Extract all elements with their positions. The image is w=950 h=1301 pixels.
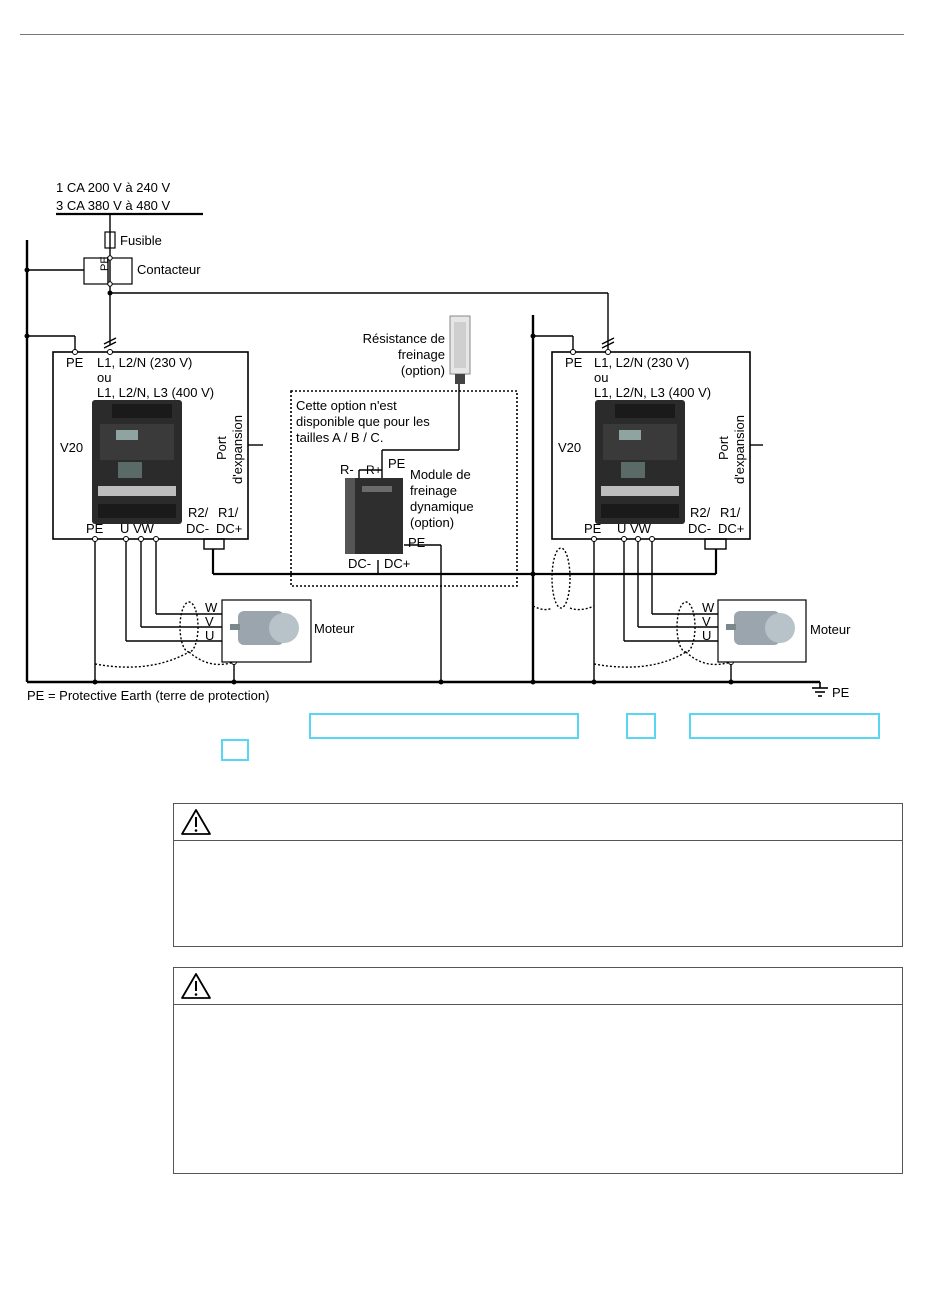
option-note-2: disponible que pour les xyxy=(296,414,430,429)
left-uvw: U VW xyxy=(120,521,155,536)
right-v20: V20 xyxy=(558,440,581,455)
resistor-label-2: freinage xyxy=(398,347,445,362)
right-u-terminal: U xyxy=(702,628,711,643)
link-highlight-1[interactable] xyxy=(309,713,579,739)
left-v20: V20 xyxy=(60,440,83,455)
left-u-terminal: U xyxy=(205,628,214,643)
module-r-plus: R+ xyxy=(366,463,382,477)
right-pe-top: PE xyxy=(565,355,583,370)
left-l1-230: L1, L2/N (230 V) xyxy=(97,355,192,370)
left-w-terminal: W xyxy=(205,600,218,615)
left-v-terminal: V xyxy=(205,614,214,629)
right-dc-plus: DC+ xyxy=(718,521,744,536)
module-pe-top: PE xyxy=(388,456,406,471)
left-pe-top: PE xyxy=(66,355,84,370)
warning-header-1 xyxy=(174,804,902,841)
link-highlight-4[interactable] xyxy=(221,739,249,761)
motor-illustration-left xyxy=(221,599,312,663)
module-label-2: freinage xyxy=(410,483,457,498)
contactor-label: Contacteur xyxy=(137,262,201,277)
wiring-diagram: 1 CA 200 V à 240 V 3 CA 380 V à 480 V Fu… xyxy=(24,180,851,703)
left-l1-400: L1, L2/N, L3 (400 V) xyxy=(97,385,214,400)
right-l1-400: L1, L2/N, L3 (400 V) xyxy=(594,385,711,400)
ground-pe-label: PE xyxy=(832,685,850,700)
right-port-2: d'expansion xyxy=(732,415,747,484)
module-dc-minus: DC- xyxy=(348,556,371,571)
warning-header-2 xyxy=(174,968,902,1005)
contactor-pe-label: PE xyxy=(99,256,111,271)
right-r1: R1/ xyxy=(720,505,741,520)
header-rule xyxy=(20,34,904,35)
right-motor-label: Moteur xyxy=(810,622,851,637)
motor-illustration-right xyxy=(717,599,807,663)
left-pe-bottom: PE xyxy=(86,521,104,536)
supply-label-1: 1 CA 200 V à 240 V xyxy=(56,180,171,195)
right-w-terminal: W xyxy=(702,600,715,615)
right-pe-bottom: PE xyxy=(584,521,602,536)
left-r1: R1/ xyxy=(218,505,239,520)
link-highlight-2[interactable] xyxy=(626,713,656,739)
braking-resistor-illustration xyxy=(449,315,471,384)
option-note-3: tailles A / B / C. xyxy=(296,430,383,445)
right-port-1: Port xyxy=(716,436,731,460)
left-r2: R2/ xyxy=(188,505,209,520)
resistor-label-1: Résistance de xyxy=(363,331,445,346)
left-motor-label: Moteur xyxy=(314,621,355,636)
left-dc-plus: DC+ xyxy=(216,521,242,536)
left-port-1: Port xyxy=(214,436,229,460)
warning-box-2 xyxy=(173,967,903,1174)
module-dc-plus: DC+ xyxy=(384,556,410,571)
warning-box-1 xyxy=(173,803,903,947)
warning-triangle-icon xyxy=(181,809,211,835)
pe-footnote: PE = Protective Earth (terre de protecti… xyxy=(27,688,269,703)
link-highlight-3[interactable] xyxy=(689,713,880,739)
right-v-terminal: V xyxy=(702,614,711,629)
left-port-2: d'expansion xyxy=(230,415,245,484)
supply-label-2: 3 CA 380 V à 480 V xyxy=(56,198,171,213)
module-label-3: dynamique xyxy=(410,499,474,514)
braking-module-illustration xyxy=(345,478,403,554)
module-r-minus: R- xyxy=(340,462,354,477)
left-ou: ou xyxy=(97,370,111,385)
right-l1-230: L1, L2/N (230 V) xyxy=(594,355,689,370)
drive-illustration-right xyxy=(595,400,685,524)
module-label-4: (option) xyxy=(410,515,454,530)
drive-illustration-left xyxy=(92,400,182,524)
right-uvw: U VW xyxy=(617,521,652,536)
right-ou: ou xyxy=(594,370,608,385)
ground-icon xyxy=(812,682,828,697)
module-label-1: Module de xyxy=(410,467,471,482)
option-note-1: Cette option n'est xyxy=(296,398,397,413)
right-dc-minus: DC- xyxy=(688,521,711,536)
resistor-label-3: (option) xyxy=(401,363,445,378)
module-pe-bottom: PE xyxy=(408,535,426,550)
left-dc-minus: DC- xyxy=(186,521,209,536)
fuse-label: Fusible xyxy=(120,233,162,248)
warning-triangle-icon xyxy=(181,973,211,999)
right-r2: R2/ xyxy=(690,505,711,520)
